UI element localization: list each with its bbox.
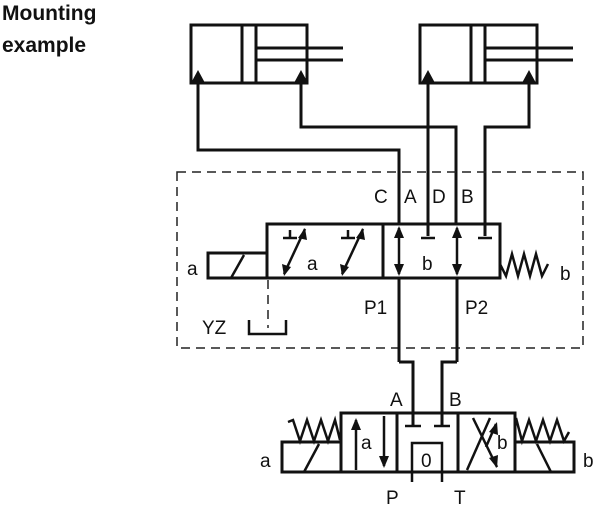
main-b-arrow-head-up — [489, 422, 498, 435]
main-position-a-label: a — [361, 433, 372, 454]
pilot-solenoid-label: a — [187, 259, 198, 280]
main-valve — [280, 411, 576, 482]
cylinder-1 — [189, 23, 343, 85]
main-port-A: A — [390, 390, 403, 411]
drain-label-YZ: YZ — [202, 318, 227, 339]
pilot-port-P1: P1 — [364, 298, 387, 319]
pilot-spring-icon — [498, 249, 550, 281]
main-a-arrow-up-head — [351, 418, 361, 430]
diagram-title: Mounting example — [2, 0, 96, 62]
pilot-port-B: B — [461, 187, 474, 208]
pipe-P1-to-A — [399, 360, 415, 426]
cylinder-2-port-right-arrow-icon — [522, 70, 536, 83]
cylinder-1-body — [189, 23, 309, 85]
pipe-cyl1-left-to-C — [196, 83, 401, 224]
pilot-b-arrow-2-head-down — [452, 264, 462, 276]
main-port-B: B — [449, 390, 462, 411]
main-solenoid-left-slash — [302, 443, 321, 473]
main-solenoid-right-slash — [535, 443, 553, 473]
pilot-spring-label: b — [560, 264, 571, 285]
cylinder-1-port-right-arrow-icon — [294, 70, 308, 83]
pipe-cyl2-right-to-B — [483, 83, 531, 236]
cylinder-2 — [418, 23, 573, 85]
pilot-position-a-label: a — [307, 254, 318, 275]
main-center-PT-connection — [410, 441, 444, 482]
main-b-cross-1 — [465, 417, 492, 471]
pilot-port-P2: P2 — [465, 298, 488, 319]
main-solenoid-right-label: b — [583, 451, 594, 472]
main-solenoid-left-icon — [280, 440, 343, 474]
pipe-cyl1-right-to-D — [299, 83, 458, 224]
cylinder-1-port-left-arrow-icon — [191, 70, 205, 83]
pilot-solenoid-icon — [206, 251, 269, 280]
main-spring-right-icon — [514, 416, 571, 446]
cylinder-2-body — [418, 23, 539, 85]
pilot-b-arrow-1-head-down — [394, 264, 404, 276]
pilot-valve — [206, 222, 550, 362]
title-line-1: Mounting — [2, 2, 97, 25]
pilot-solenoid-slash — [229, 254, 246, 279]
pilot-a-arrow-1-head-down — [282, 264, 291, 276]
cylinder-2-port-left-arrow-icon — [421, 70, 435, 83]
main-solenoid-left-label: a — [260, 451, 271, 472]
main-spring-left-icon — [287, 415, 342, 445]
pilot-a-arrow-1-head-up — [298, 228, 307, 240]
main-center-label: 0 — [421, 451, 432, 472]
pilot-port-A: A — [404, 187, 417, 208]
drain-tank-icon — [247, 320, 288, 336]
main-b-arrow-head-down — [489, 455, 498, 468]
pilot-port-C: C — [374, 187, 388, 208]
pilot-port-D: D — [432, 187, 446, 208]
pilot-a-arrow-2-head-down — [340, 264, 349, 276]
pilot-b-arrow-1-head-up — [394, 226, 404, 238]
pilot-position-b-label: b — [422, 254, 433, 275]
main-solenoid-right-icon — [513, 440, 576, 474]
main-a-arrow-down-head — [379, 456, 389, 468]
pipe-P2-to-B — [440, 360, 457, 426]
title-line-2: example — [2, 34, 87, 57]
main-port-T: T — [454, 488, 466, 509]
pilot-b-arrow-2-head-up — [452, 226, 462, 238]
cylinder-piping — [196, 83, 531, 236]
pilot-module-boundary — [176, 171, 584, 349]
main-position-b-label: b — [497, 433, 508, 454]
main-port-P: P — [386, 488, 399, 509]
pilot-a-arrow-2-head-up — [356, 228, 365, 240]
